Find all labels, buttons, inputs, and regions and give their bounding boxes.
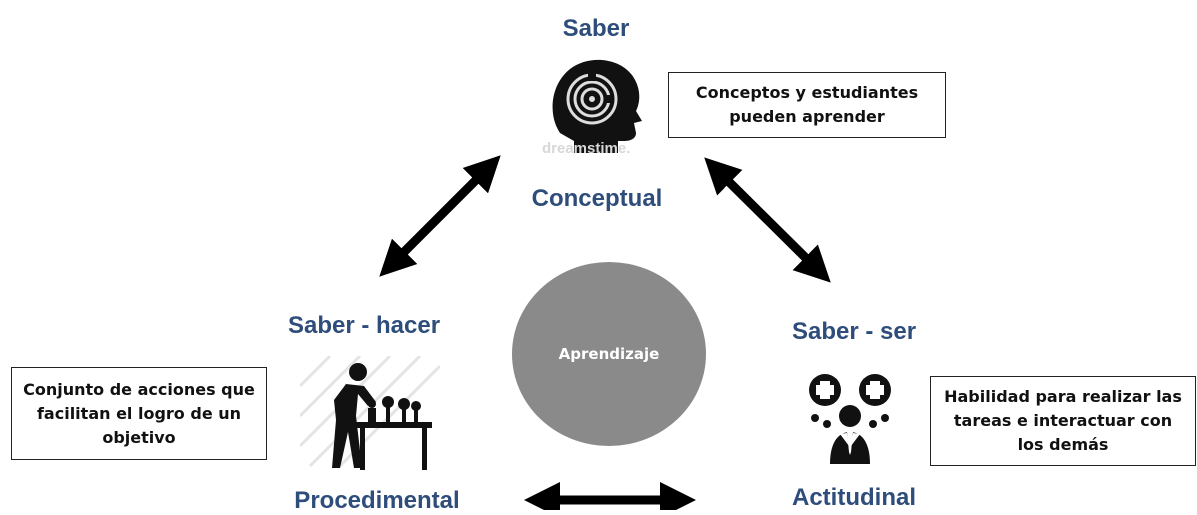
- left-title: Saber - hacer: [287, 312, 441, 339]
- head-maze-icon: dreamstime.: [542, 59, 642, 155]
- right-subtitle: Actitudinal: [792, 484, 916, 511]
- arrow-top-left: [379, 155, 501, 277]
- right-description-box: Habilidad para realizar las tareas e int…: [930, 376, 1196, 466]
- right-title: Saber - ser: [791, 318, 917, 345]
- person-working-table-icon: [300, 356, 440, 470]
- top-subtitle: Conceptual: [531, 185, 663, 212]
- left-description-box: Conjunto de acciones que facilitan el lo…: [11, 367, 267, 460]
- person-thinking-plus-icon: [809, 374, 891, 464]
- watermark-text: dreamstime.: [542, 140, 630, 155]
- arrow-top-right: [704, 157, 831, 283]
- top-description-box: Conceptos y estudiantes pueden aprender: [668, 72, 946, 138]
- center-circle: Aprendizaje: [512, 262, 706, 446]
- center-label: Aprendizaje: [558, 345, 660, 363]
- left-subtitle: Procedimental: [294, 487, 460, 514]
- top-title: Saber: [562, 15, 630, 42]
